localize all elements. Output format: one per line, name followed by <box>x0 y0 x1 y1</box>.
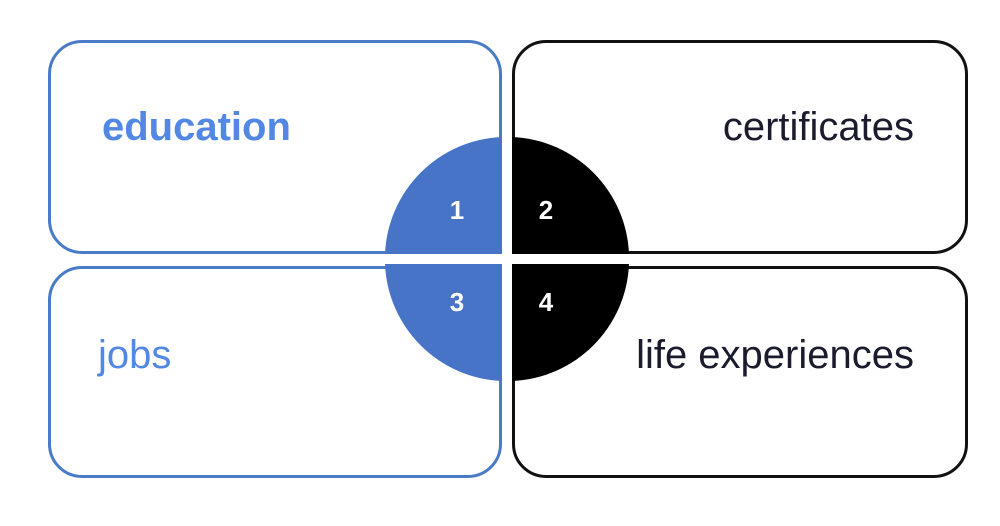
quadrant-number-2: 2 <box>538 195 554 225</box>
circle-quadrant-2 <box>512 137 629 254</box>
quadrant-box-education <box>48 40 502 254</box>
label-education: education <box>102 105 291 149</box>
label-certificates: certificates <box>722 105 914 149</box>
label-jobs: jobs <box>98 333 172 377</box>
quadrant-number-4: 4 <box>538 287 554 317</box>
label-life-experiences: life experiences <box>636 333 914 377</box>
circle-quadrant-4 <box>512 264 629 381</box>
quadrant-number-1: 1 <box>449 195 465 225</box>
quadrant-number-3: 3 <box>449 287 465 317</box>
circle-quadrant-1 <box>385 137 502 254</box>
circle-quadrant-3 <box>385 264 502 381</box>
